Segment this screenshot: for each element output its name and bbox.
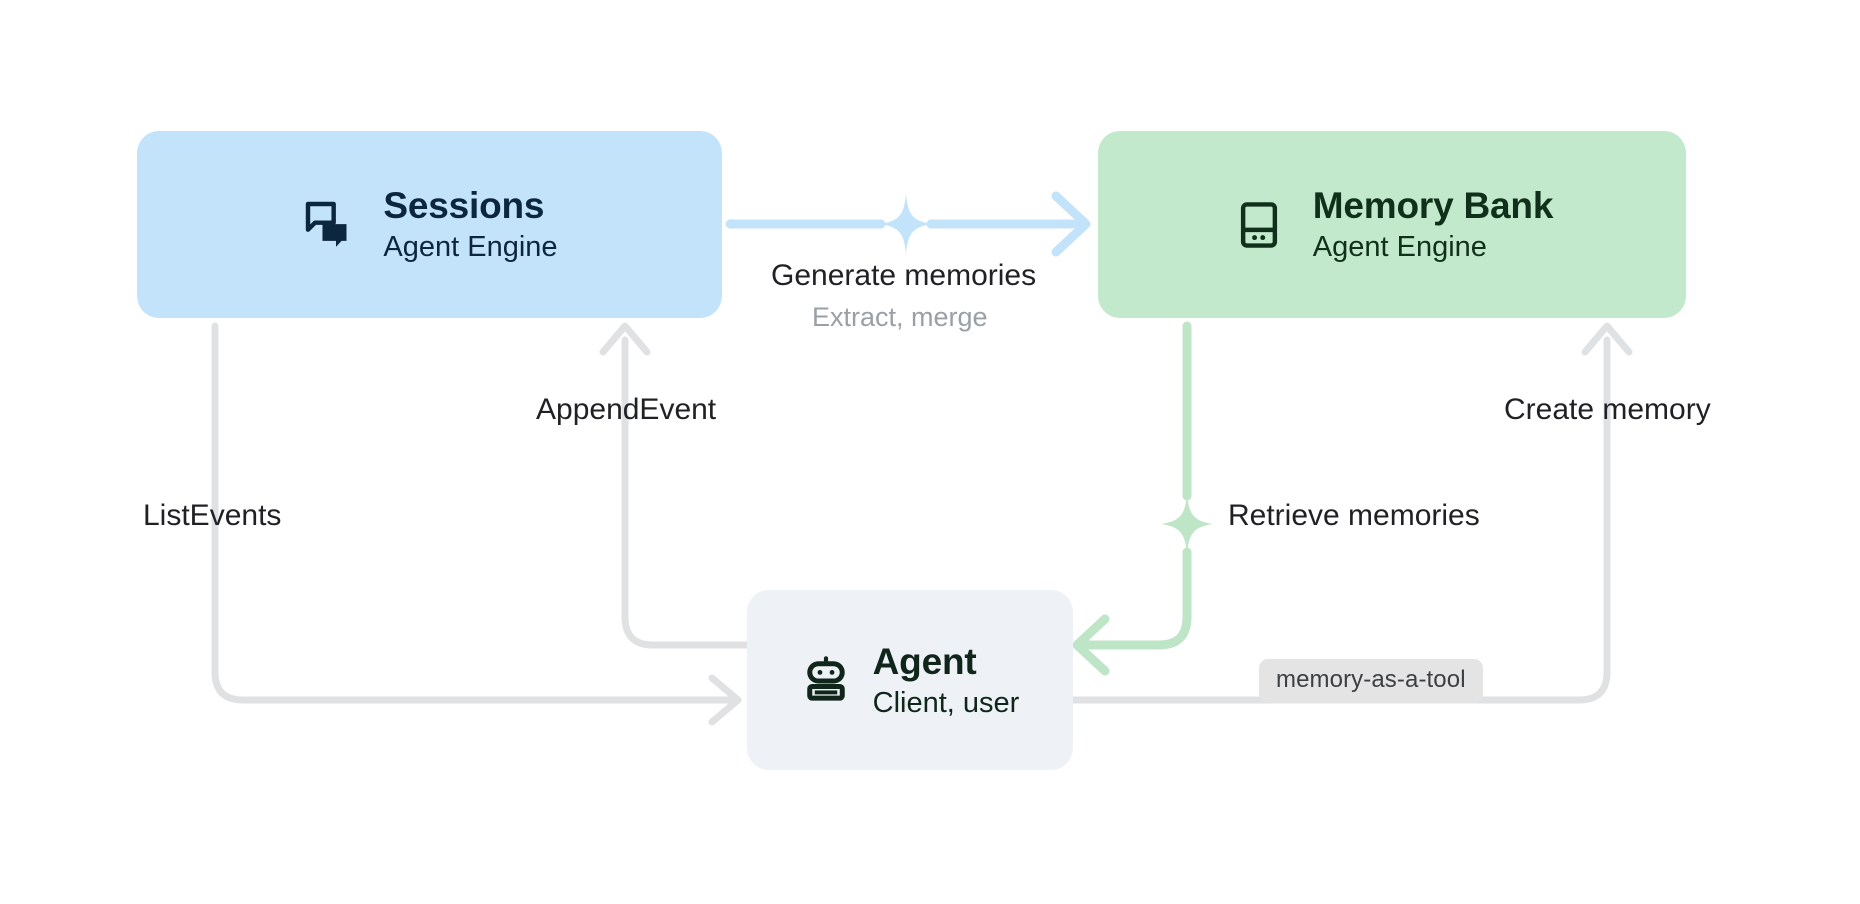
node-memory-bank[interactable]: Memory Bank Agent Engine [1098,131,1686,318]
node-memory-bank-subtitle: Agent Engine [1312,231,1487,263]
edge-generate-memories [725,191,1091,257]
edge-label-generate-memories: Generate memories [771,259,1037,292]
edge-append-event [599,322,751,649]
edge-create-memory [1069,322,1633,704]
node-agent-subtitle: Client, user [872,686,1020,719]
chip-memory-as-a-tool[interactable]: memory-as-a-tool [1259,659,1483,703]
edge-list-events [211,322,742,726]
edge-label-retrieve-memories: Retrieve memories [1228,499,1480,532]
edge-create-memory-line [1069,336,1611,704]
edge-generate-memories-arrowhead [1051,191,1091,257]
node-sessions-title: Sessions [383,185,545,226]
sparkle-icon [1161,494,1213,554]
memory-bank-icon [1240,201,1277,248]
node-agent-title: Agent [872,640,977,682]
edge-label-list-events: ListEvents [143,499,282,532]
edge-retrieve-memories-arrowhead [1072,614,1110,676]
edge-retrieve-memories [1072,321,1213,676]
robot-icon [806,656,845,701]
chat-bubbles-icon [306,201,347,247]
sparkle-icon [880,194,932,254]
edge-list-events-arrowhead [708,674,742,726]
edge-create-memory-arrowhead [1581,322,1633,356]
edge-label-create-memory: Create memory [1504,393,1711,426]
node-agent[interactable]: Agent Client, user [747,590,1073,770]
edge-append-event-line [621,336,751,649]
edge-retrieve-memories-line-bottom [1076,547,1192,650]
edge-label-append-event: AppendEvent [536,393,717,426]
edge-append-event-arrowhead [599,322,651,356]
node-sessions[interactable]: Sessions Agent Engine [137,131,722,318]
edge-list-events-line [211,322,734,704]
node-memory-bank-title: Memory Bank [1312,185,1554,226]
node-sessions-subtitle: Agent Engine [383,231,558,263]
edge-sublabel-generate-memories: Extract, merge [812,302,988,332]
